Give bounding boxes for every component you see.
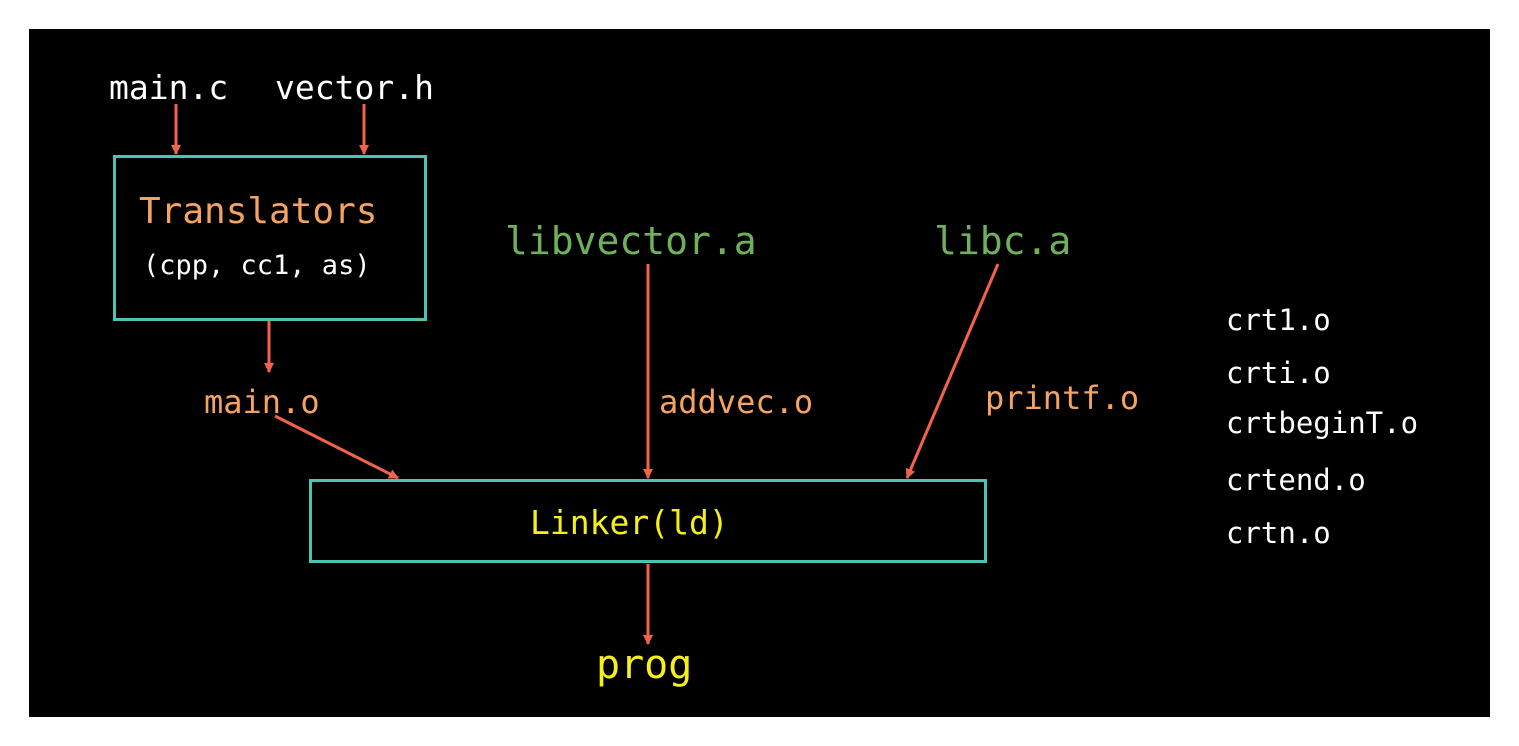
source-main-c: main.c <box>109 68 229 107</box>
source-vector-h: vector.h <box>275 68 434 107</box>
diagram-canvas <box>29 29 1490 717</box>
linker-label: Linker(ld) <box>530 503 729 542</box>
translators-box <box>113 155 427 321</box>
arrow-libc-to-linker <box>905 263 1000 479</box>
startup-file-crti: crti.o <box>1226 356 1331 390</box>
startup-file-crtn: crtn.o <box>1226 516 1331 550</box>
translators-title: Translators <box>139 191 378 232</box>
startup-file-crtbeginT: crtbeginT.o <box>1226 406 1419 440</box>
startup-file-crtend: crtend.o <box>1226 463 1366 497</box>
linker-box <box>309 479 987 563</box>
arrow-main-o-to-linker <box>274 414 399 480</box>
object-printf-o: printf.o <box>985 379 1140 417</box>
output-prog: prog <box>596 642 693 688</box>
startup-file-crt1: crt1.o <box>1226 303 1331 337</box>
library-libvector: libvector.a <box>505 219 757 263</box>
object-main-o: main.o <box>204 383 320 421</box>
library-libc: libc.a <box>934 219 1072 263</box>
translators-subtitle: (cpp, cc1, as) <box>143 250 371 281</box>
object-addvec-o: addvec.o <box>659 383 814 421</box>
